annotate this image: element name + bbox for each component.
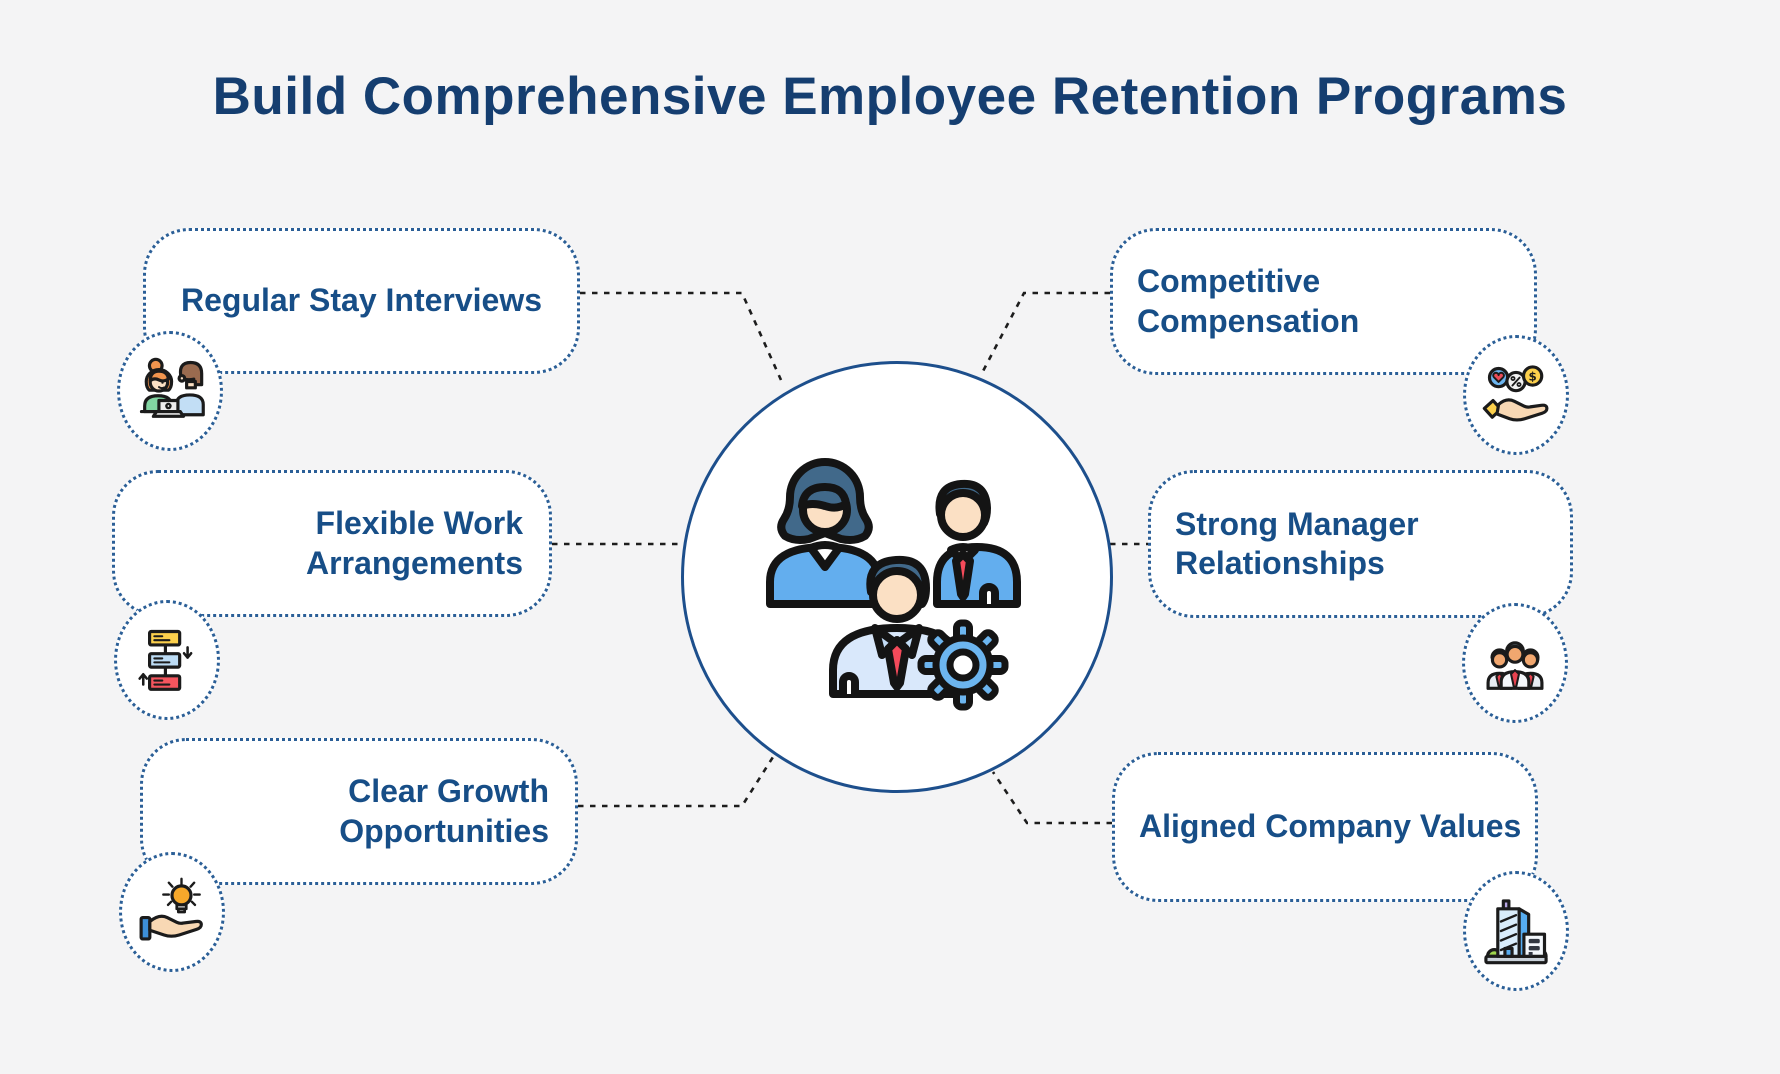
node-label: Competitive Compensation xyxy=(1137,263,1360,339)
node-label: Regular Stay Interviews xyxy=(180,282,543,319)
hand-coins-icon: $ xyxy=(1463,335,1569,455)
connector-competitive-compensation xyxy=(980,291,1110,374)
workflow-diagram-icon xyxy=(114,600,220,720)
connector-clear-growth xyxy=(578,756,775,808)
node-box-flexible-work-arrangements: Flexible Work Arrangements xyxy=(112,470,552,617)
node-box-competitive-compensation: Competitive Compensation xyxy=(1110,228,1537,375)
node-box-strong-manager-relationships: Strong Manager Relationships xyxy=(1148,470,1573,618)
node-box-regular-stay-interviews: Regular Stay Interviews xyxy=(143,228,580,374)
node-label: Clear Growth Opportunities xyxy=(339,773,549,849)
woman-figure xyxy=(766,458,883,608)
node-label: Aligned Company Values xyxy=(1139,808,1522,845)
node-box-aligned-company-values: Aligned Company Values xyxy=(1112,752,1538,902)
man-figure xyxy=(933,479,1021,608)
team-gear-icon xyxy=(766,458,1021,711)
node-box-clear-growth-opportunities: Clear Growth Opportunities xyxy=(140,738,578,885)
page-title: Build Comprehensive Employee Retention P… xyxy=(212,67,1568,126)
central-circle xyxy=(681,361,1113,793)
connector-aligned-values xyxy=(991,771,1112,825)
node-label: Flexible Work Arrangements xyxy=(306,505,523,581)
hand-lightbulb-icon xyxy=(119,852,225,972)
coworkers-laptop-icon xyxy=(117,331,223,451)
svg-text:$: $ xyxy=(1528,369,1536,383)
gear-icon xyxy=(917,619,1009,711)
node-label: Strong Manager Relationships xyxy=(1175,505,1419,581)
connector-stay-interviews xyxy=(580,291,783,381)
managers-team-icon xyxy=(1462,603,1568,723)
company-building-icon xyxy=(1463,871,1569,991)
